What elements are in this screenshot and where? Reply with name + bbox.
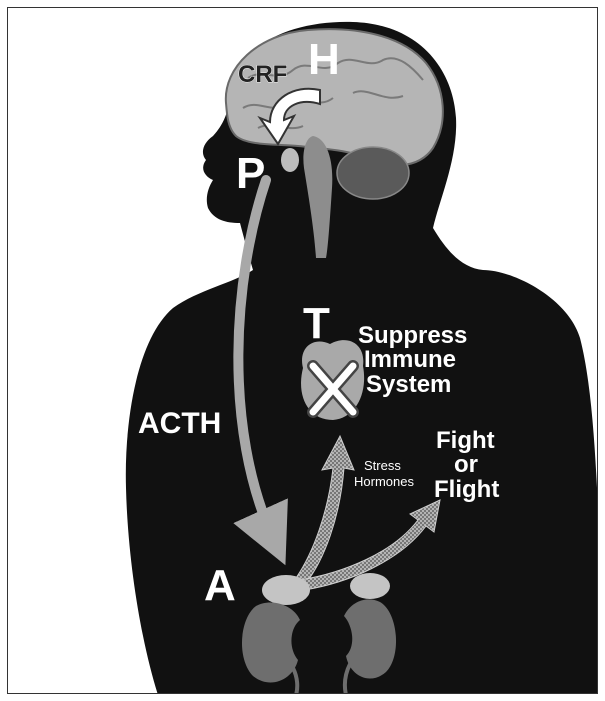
label-thymus: T (303, 299, 330, 348)
label-or: or (454, 451, 478, 478)
label-stress-line1: Stress (364, 458, 401, 473)
cerebellum (337, 147, 409, 199)
pituitary-gland (281, 148, 299, 172)
label-pituitary: P (236, 149, 265, 198)
figure-frame: H CRF P ACTH T Suppress Immune System St… (7, 7, 598, 694)
kidney-left (242, 602, 300, 682)
label-fight: Fight (436, 427, 495, 454)
label-suppress-line2: Immune (364, 346, 456, 373)
hpa-axis-diagram: H CRF P ACTH T Suppress Immune System St… (8, 8, 598, 694)
label-adrenal: A (204, 561, 236, 610)
label-flight: Flight (434, 476, 499, 503)
label-hypothalamus: H (308, 35, 340, 84)
label-acth: ACTH (138, 407, 221, 440)
label-suppress-line3: System (366, 371, 451, 398)
label-suppress-line1: Suppress (358, 322, 467, 349)
adrenal-gland-right (350, 573, 390, 599)
adrenal-gland-left (262, 575, 310, 605)
label-crf: CRF (238, 61, 287, 88)
label-stress-line2: Hormones (354, 474, 414, 489)
